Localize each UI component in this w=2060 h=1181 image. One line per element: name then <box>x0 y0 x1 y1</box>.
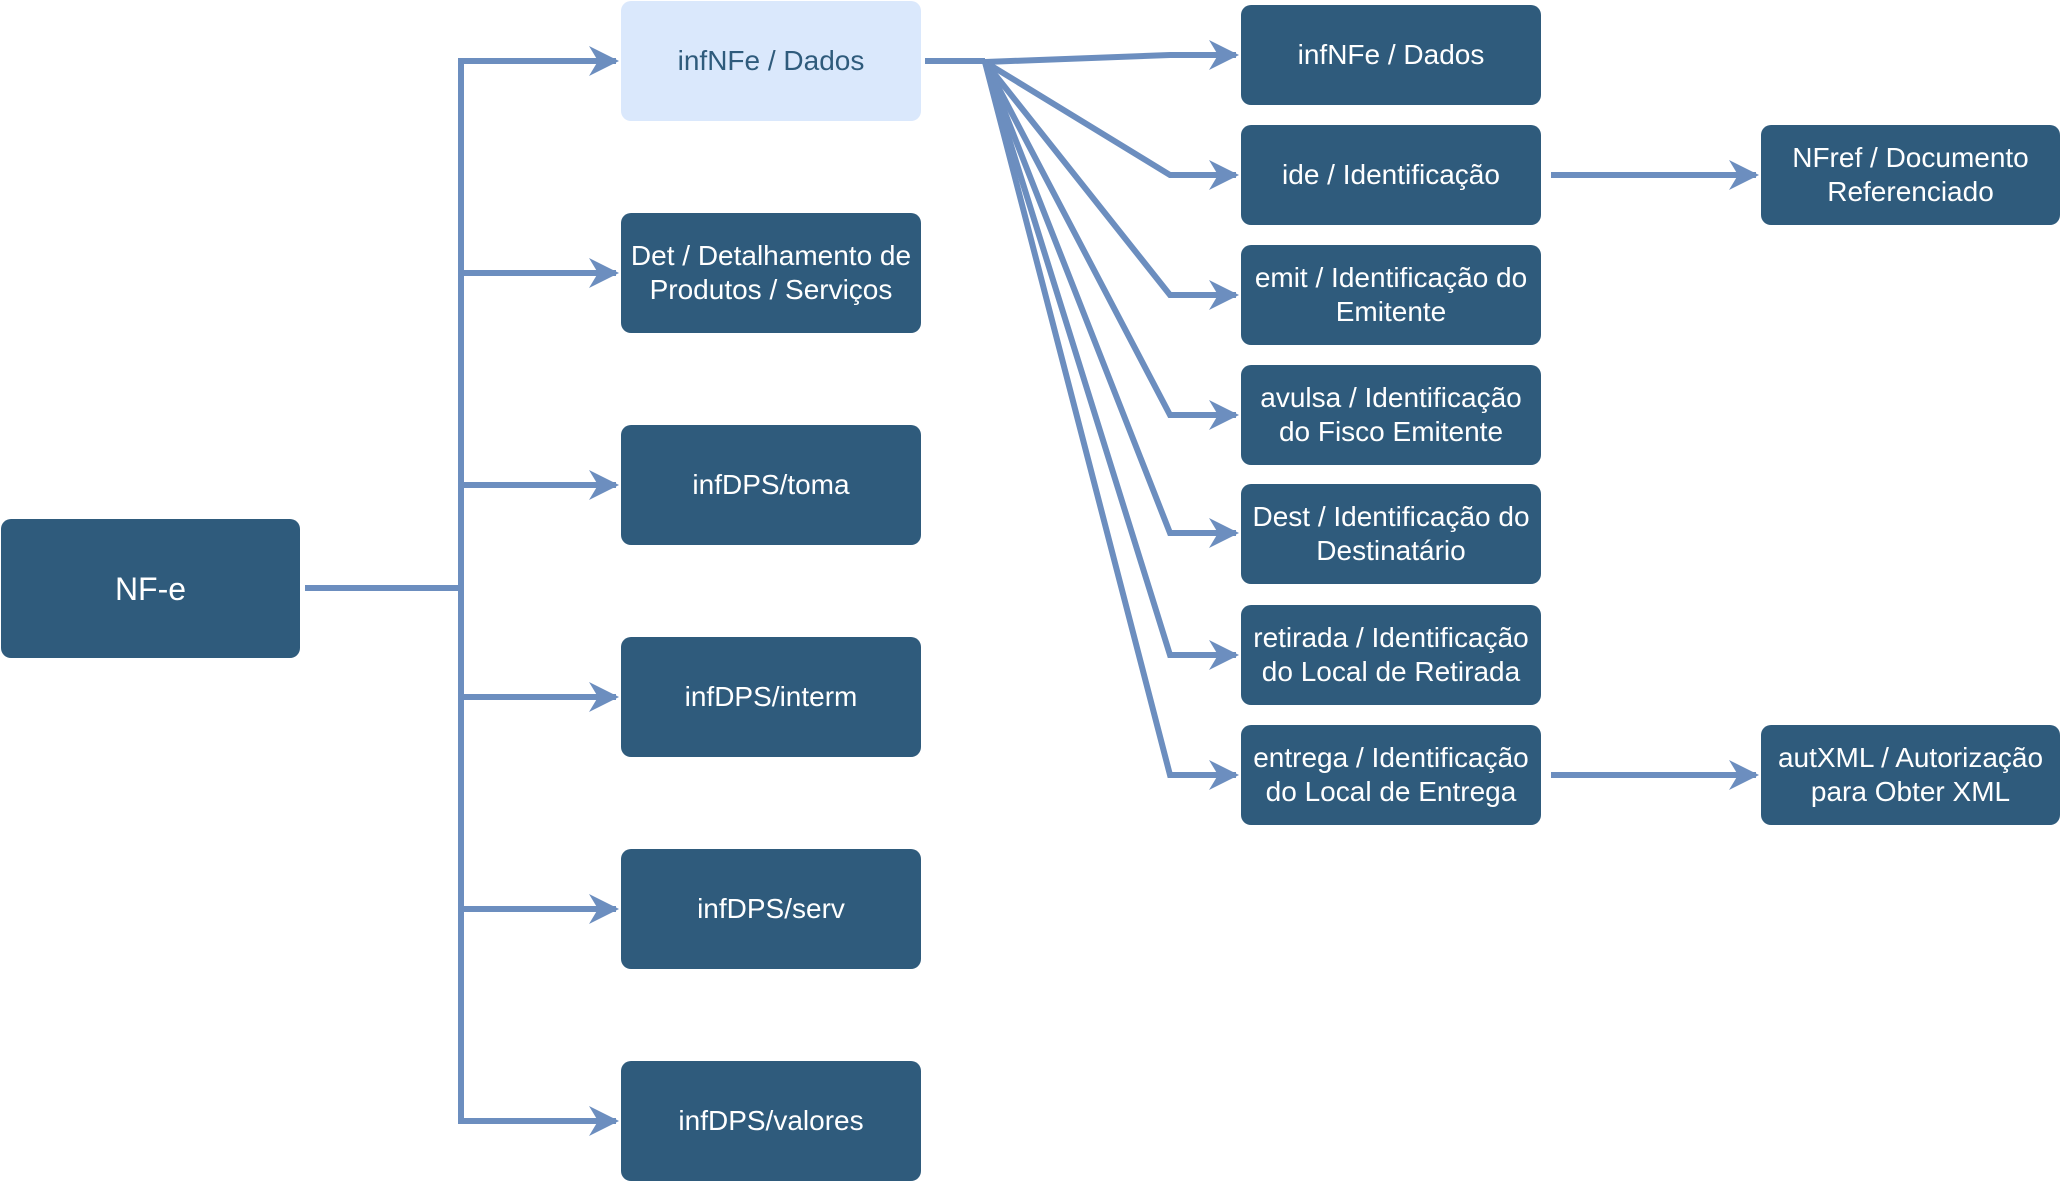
node-label: infDPS/serv <box>697 893 845 924</box>
node-infdps-serv[interactable]: infDPS/serv <box>621 849 921 969</box>
node-infdps-valores[interactable]: infDPS/valores <box>621 1061 921 1181</box>
node-dest[interactable]: Dest / Identificação do Destinatário <box>1241 484 1541 584</box>
node-label: Det / Detalhamento de Produtos / Serviço… <box>630 240 912 305</box>
node-label: infNFe / Dados <box>1297 39 1485 70</box>
node-autxml[interactable]: autXML / Autorização para Obter XML <box>1761 725 2060 825</box>
node-emit[interactable]: emit / Identificação do Emitente <box>1241 245 1541 345</box>
node-entrega[interactable]: entrega / Identificação do Local de Entr… <box>1241 725 1541 825</box>
node-label: avulsa / Identificação do Fisco Emitente <box>1260 382 1522 447</box>
edge-to-emit <box>982 60 1239 310</box>
node-label: infDPS/valores <box>678 1105 864 1136</box>
node-label: emit / Identificação do Emitente <box>1254 262 1528 327</box>
edge-to-retirada <box>982 61 1239 670</box>
node-label: NF-e <box>114 570 187 607</box>
edge-to-entrega <box>982 61 1239 790</box>
edge-to-infnfe-dados <box>984 40 1239 70</box>
node-label: infDPS/toma <box>692 469 850 500</box>
node-infdps-interm[interactable]: infDPS/interm <box>621 637 921 757</box>
node-infnfe-dados[interactable]: infNFe / Dados <box>1241 5 1541 105</box>
node-nfref[interactable]: NFref / Documento Referenciado <box>1761 125 2060 225</box>
edge-to-dest <box>982 60 1239 548</box>
node-label: NFref / Documento Referenciado <box>1792 142 2029 207</box>
node-label: retirada / Identificação do Local de Ret… <box>1253 622 1529 687</box>
node-det-detalhamento[interactable]: Det / Detalhamento de Produtos / Serviço… <box>621 213 921 333</box>
node-label: infDPS/interm <box>684 681 858 712</box>
node-label: autXML / Autorização para Obter XML <box>1777 742 2044 807</box>
node-infdps-toma[interactable]: infDPS/toma <box>621 425 921 545</box>
node-avulsa[interactable]: avulsa / Identificação do Fisco Emitente <box>1241 365 1541 465</box>
edge-to-avulsa <box>982 60 1239 430</box>
node-retirada[interactable]: retirada / Identificação do Local de Ret… <box>1241 605 1541 705</box>
node-ide[interactable]: ide / Identificação <box>1241 125 1541 225</box>
node-label: entrega / Identificação do Local de Entr… <box>1253 742 1529 807</box>
node-label: infNFe / Dados <box>677 45 865 76</box>
edge-to-ide <box>983 59 1239 190</box>
node-nf-e[interactable]: NF-e <box>1 519 300 658</box>
node-infnfe-dados-highlighted[interactable]: infNFe / Dados <box>621 1 921 121</box>
node-label: Dest / Identificação do Destinatário <box>1252 501 1530 566</box>
node-label: ide / Identificação <box>1282 159 1500 190</box>
